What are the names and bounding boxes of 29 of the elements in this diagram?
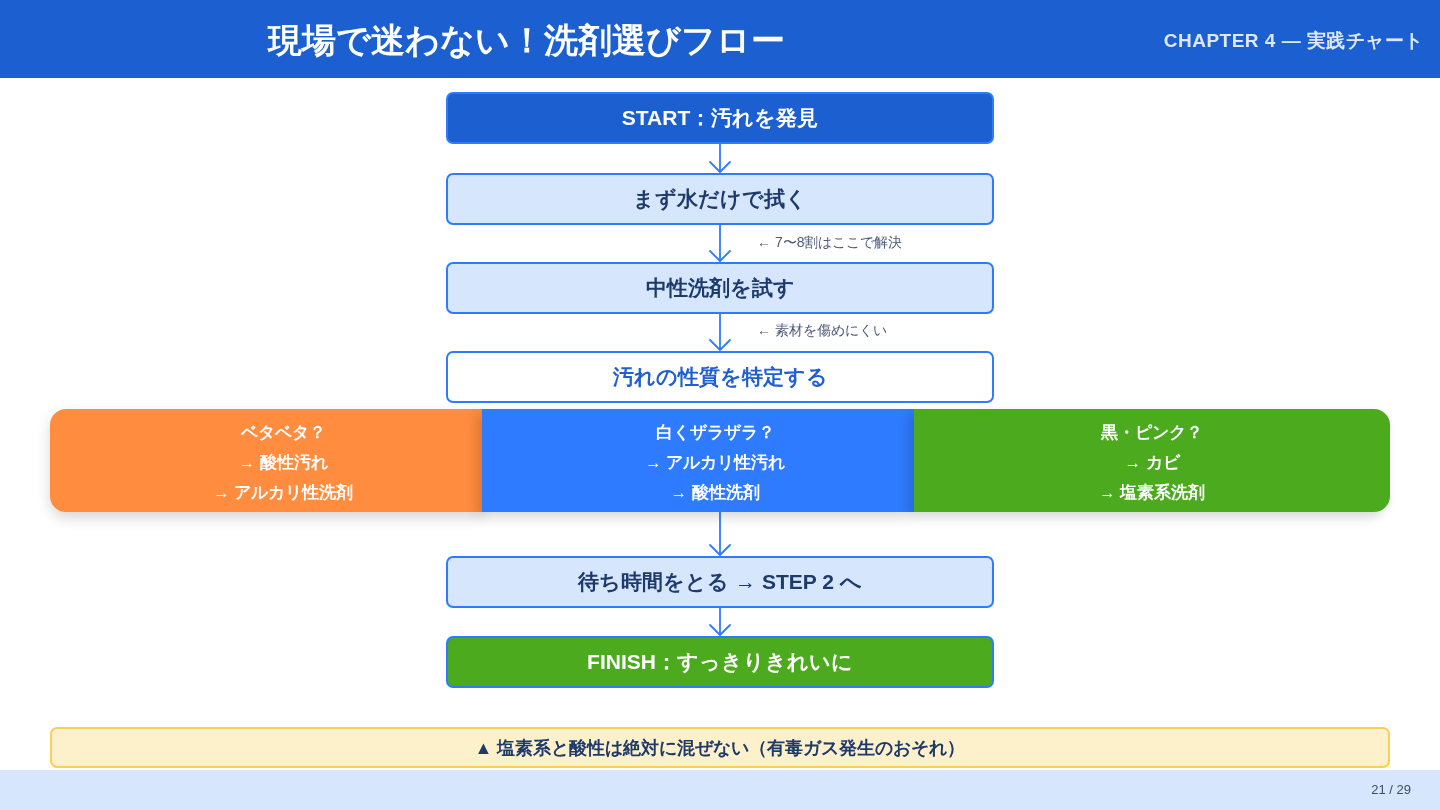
warning-band: ▲ 塩素系と酸性は絶対に混ぜない（有毒ガス発生のおそれ）	[50, 727, 1390, 768]
edge-label: ← 7〜8割はここで解決	[757, 234, 903, 252]
page-number: 21 / 29	[1371, 782, 1411, 798]
arrow	[709, 607, 731, 636]
arrow	[709, 313, 731, 351]
question-text: 白くザラザラ？	[655, 422, 775, 442]
process-box: 中性洗剤を試す	[446, 262, 994, 314]
process-box: 汚れの性質を特定する	[446, 351, 994, 403]
result-text: → アルカリ性洗剤	[212, 482, 354, 502]
edge-label: ← 素材を傷めにくい	[757, 322, 887, 340]
category-box	[914, 409, 1390, 512]
category-box	[50, 409, 482, 512]
process-box: まず水だけで拭く	[446, 173, 994, 225]
category-box	[482, 409, 914, 512]
arrow	[709, 143, 731, 173]
question-text: 黒・ピンク？	[1101, 422, 1203, 442]
arrow	[709, 511, 731, 556]
process-box: 待ち時間をとる → STEP 2 へ	[446, 556, 994, 608]
result-text: → 酸性洗剤	[670, 482, 760, 502]
question-text: ベタベタ？	[240, 422, 326, 442]
result-text: → アルカリ性汚れ	[644, 452, 786, 472]
finish-box: FINISH：すっきりきれいに	[446, 636, 994, 688]
result-text: → 塩素系洗剤	[1098, 482, 1206, 502]
slide-title: 現場で迷わない！洗剤選びフロー	[268, 20, 785, 60]
chapter-label: CHAPTER 4 — 実践チャート	[1163, 29, 1424, 53]
arrow	[709, 224, 731, 262]
result-text: → カビ	[1124, 452, 1180, 472]
result-text: → 酸性汚れ	[238, 452, 328, 472]
start-box: START：汚れを発見	[446, 92, 994, 144]
